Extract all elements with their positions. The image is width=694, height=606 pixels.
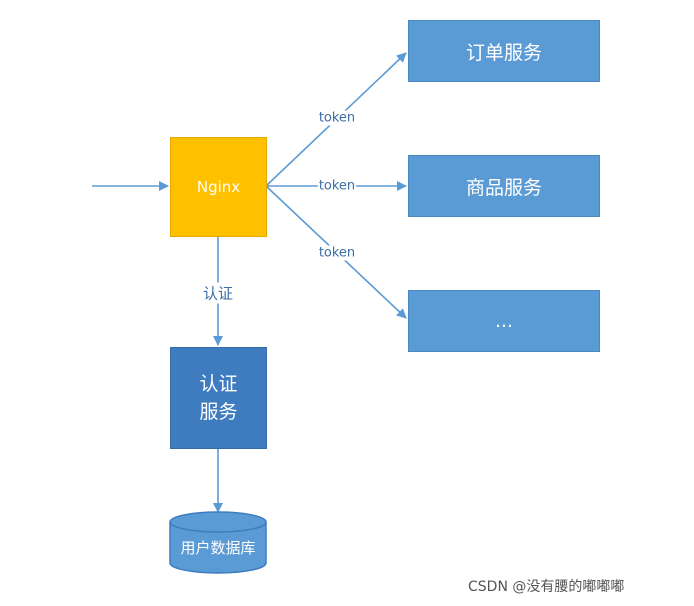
- other-service-node: ...: [408, 290, 600, 352]
- order-service-node: 订单服务: [408, 20, 600, 82]
- auth-edge-label: 认证: [201, 282, 235, 304]
- database-cylinder: [169, 511, 267, 574]
- auth-service-line2: 服务: [199, 401, 238, 423]
- token-label-other: token: [317, 245, 357, 261]
- database-label: 用户数据库: [180, 538, 256, 557]
- auth-service-line1: 认证: [199, 373, 238, 395]
- nginx-node: Nginx: [170, 137, 267, 237]
- product-service-node: 商品服务: [408, 155, 600, 217]
- token-label-order: token: [317, 110, 357, 126]
- token-label-product: token: [317, 178, 357, 194]
- auth-service-node: 认证 服务: [170, 347, 267, 449]
- watermark: CSDN @没有腰的嘟嘟嘟: [468, 579, 625, 595]
